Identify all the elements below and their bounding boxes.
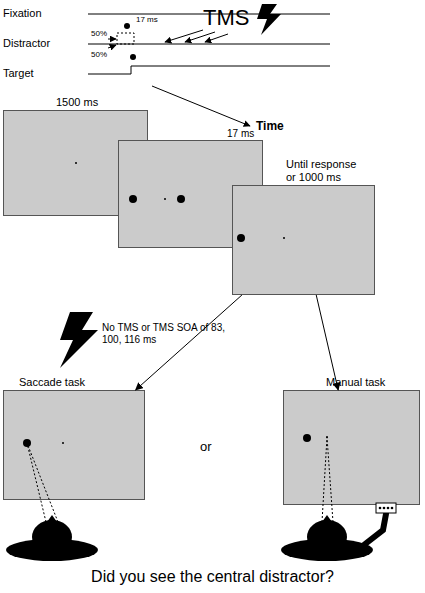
or-label: or bbox=[200, 440, 230, 455]
time-arrow bbox=[152, 86, 250, 126]
button bbox=[387, 507, 390, 510]
gaze-line bbox=[27, 443, 58, 522]
flow-arrow bbox=[316, 295, 338, 390]
screen: Until response or 1000 ms bbox=[232, 185, 375, 295]
probability-label: 50% bbox=[91, 29, 121, 38]
head bbox=[307, 520, 347, 554]
row-label: Target bbox=[3, 67, 73, 80]
stimulus-dot bbox=[130, 54, 136, 60]
stimulus-dot bbox=[303, 434, 311, 442]
caption: Did you see the central distractor? bbox=[0, 568, 425, 586]
task-screen: Manual task bbox=[283, 390, 420, 505]
duration-label: 17 ms bbox=[136, 15, 176, 24]
probability-label: 50% bbox=[91, 50, 121, 59]
fixation-point bbox=[326, 436, 328, 438]
stimulus-dot bbox=[129, 195, 137, 203]
arm bbox=[360, 514, 386, 548]
probability-arrow bbox=[108, 39, 116, 40]
time-label: Time bbox=[256, 120, 296, 134]
nose bbox=[47, 515, 57, 522]
row-label: Fixation bbox=[3, 7, 73, 20]
fixation-point bbox=[164, 198, 166, 200]
button bbox=[383, 507, 386, 510]
fixation-point bbox=[75, 162, 77, 164]
target-trace bbox=[88, 66, 330, 74]
fixation-point bbox=[62, 442, 64, 444]
stimulus-dot bbox=[124, 23, 130, 29]
tms-condition-label: No TMS or TMS SOA of 83, 100, 116 ms bbox=[102, 322, 227, 345]
stimulus-dot bbox=[23, 439, 31, 447]
screen-title: Until response or 1000 ms bbox=[286, 158, 368, 183]
button bbox=[379, 507, 382, 510]
button bbox=[391, 507, 394, 510]
distractor-pulse bbox=[117, 33, 134, 44]
tms-arrow bbox=[165, 30, 203, 42]
button-box bbox=[376, 503, 396, 513]
gaze-line bbox=[27, 443, 46, 522]
nose bbox=[322, 515, 332, 522]
tms-arrow bbox=[205, 34, 228, 42]
lightning-bolt bbox=[60, 312, 98, 368]
head bbox=[32, 520, 72, 554]
stimulus-dot bbox=[177, 195, 185, 203]
fixation-point bbox=[283, 237, 285, 239]
gaze-line bbox=[322, 437, 327, 522]
screen-title: Saccade task bbox=[19, 376, 119, 389]
gaze-line bbox=[327, 437, 333, 522]
lightning-bolt bbox=[257, 4, 281, 35]
row-label: Distractor bbox=[3, 37, 73, 50]
probability-arrow bbox=[108, 45, 116, 48]
screen-title: 1500 ms bbox=[56, 96, 146, 109]
stimulus-dot bbox=[237, 234, 245, 242]
screen-title: Manual task bbox=[326, 376, 425, 389]
tms-label: TMS bbox=[203, 5, 263, 30]
